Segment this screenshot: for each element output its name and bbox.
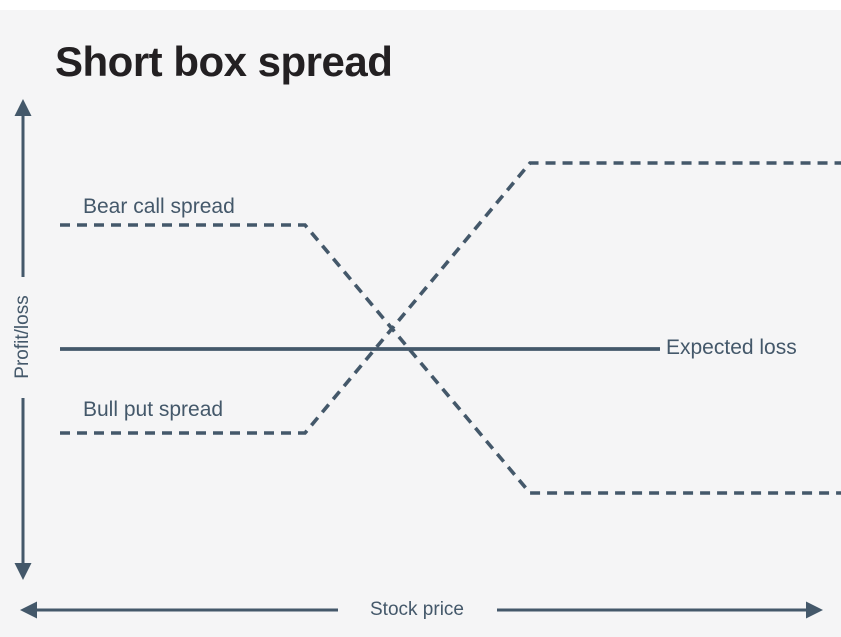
y-axis-label: Profit/loss <box>12 295 33 379</box>
bear-call-spread-label: Bear call spread <box>83 195 235 218</box>
top-strip <box>0 0 841 10</box>
expected-loss-label: Expected loss <box>666 336 797 359</box>
x-axis-label: Stock price <box>370 599 464 620</box>
bull-put-spread-label: Bull put spread <box>83 398 224 421</box>
y-axis-arrow-up-icon <box>14 99 32 116</box>
x-axis <box>20 601 823 619</box>
series-bull-put-spread <box>60 161 841 435</box>
x-axis-arrow-left-icon <box>20 601 37 619</box>
series-bear-call-spread <box>60 223 841 495</box>
series-lines <box>60 161 841 495</box>
x-axis-arrow-right-icon <box>806 601 823 619</box>
y-axis-arrow-down-icon <box>14 563 32 580</box>
chart-title: Short box spread <box>55 38 393 85</box>
y-axis <box>14 99 32 580</box>
